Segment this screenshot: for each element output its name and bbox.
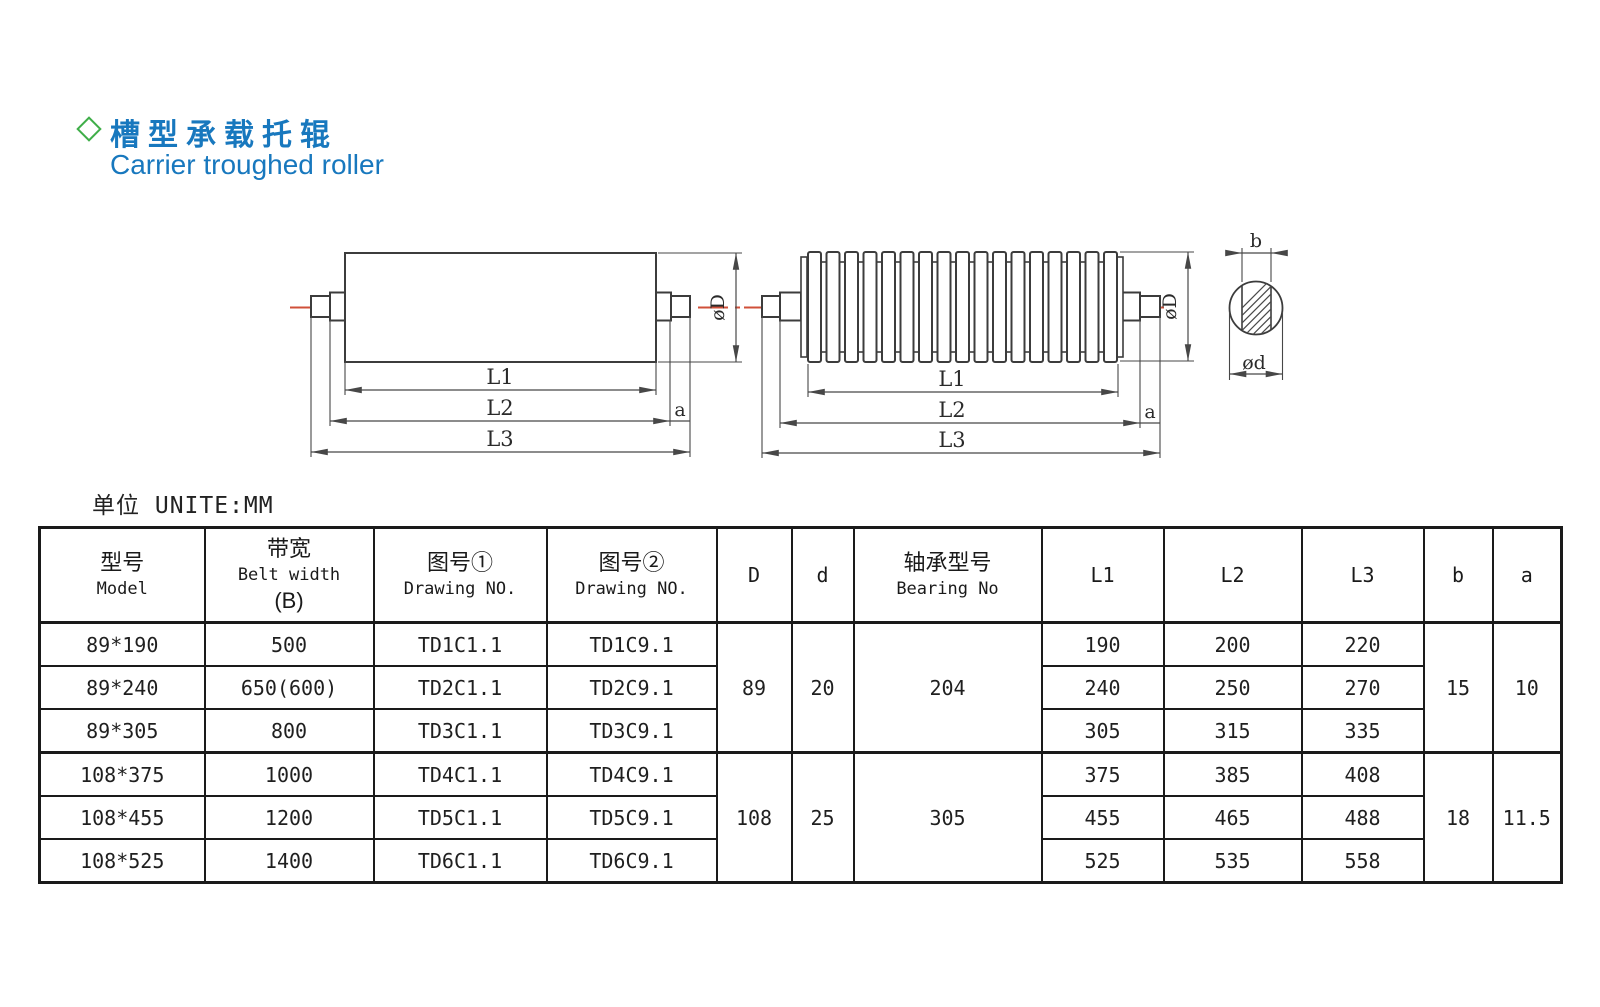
- roller-ribs: [807, 251, 1118, 363]
- page-title-en: Carrier troughed roller: [110, 149, 384, 180]
- cell-a: 11.5: [1491, 751, 1563, 884]
- cell-L2: 250: [1162, 665, 1303, 710]
- cell-belt: 1000: [203, 751, 375, 797]
- cell-L3: 270: [1300, 665, 1425, 710]
- col-header-D: D: [715, 526, 793, 624]
- cell-model: 108*455: [38, 795, 206, 840]
- shaft-section-drawing: b ød: [1225, 230, 1288, 380]
- dim-label-L2: L2: [938, 398, 965, 422]
- cell-dwg2: TD3C9.1: [545, 708, 718, 754]
- cell-L2: 535: [1162, 838, 1303, 884]
- cell-model: 108*525: [38, 838, 206, 884]
- dim-label-b: b: [1250, 230, 1262, 252]
- cell-L3: 558: [1300, 838, 1425, 884]
- cell-model: 108*375: [38, 751, 206, 797]
- cell-dwg1: TD1C1.1: [372, 621, 548, 667]
- dim-label-L2: L2: [486, 396, 513, 420]
- cell-dwg1: TD5C1.1: [372, 795, 548, 840]
- cell-belt: 1200: [203, 795, 375, 840]
- cell-model: 89*305: [38, 708, 206, 754]
- cell-L3: 220: [1300, 621, 1425, 667]
- dim-label-oD: øD: [707, 294, 729, 321]
- dim-label-L3: L3: [486, 427, 513, 451]
- dim-label-L1: L1: [938, 367, 965, 391]
- smooth-roller-drawing: øD L1 L2 a L3: [290, 252, 742, 457]
- cell-a: 10: [1491, 621, 1563, 754]
- cell-dwg2: TD2C9.1: [545, 665, 718, 710]
- cell-L2: 385: [1162, 751, 1303, 797]
- cell-model: 89*190: [38, 621, 206, 667]
- col-header-b: b: [1422, 526, 1494, 624]
- cell-b: 15: [1422, 621, 1494, 754]
- cell-L1: 190: [1040, 621, 1165, 667]
- cell-bearing: 204: [852, 621, 1043, 754]
- cell-L3: 335: [1300, 708, 1425, 754]
- col-header-L3: L3: [1300, 526, 1425, 624]
- cell-L3: 488: [1300, 795, 1425, 840]
- cell-d: 20: [790, 621, 855, 754]
- cell-dwg1: TD3C1.1: [372, 708, 548, 754]
- col-header-L2: L2: [1162, 526, 1303, 624]
- cell-d: 25: [790, 751, 855, 884]
- cell-dwg1: TD6C1.1: [372, 838, 548, 884]
- cell-L1: 240: [1040, 665, 1165, 710]
- cell-L2: 200: [1162, 621, 1303, 667]
- dim-label-oD: øD: [1159, 293, 1181, 320]
- dim-label-a: a: [1144, 401, 1155, 423]
- cell-belt: 500: [203, 621, 375, 667]
- cell-D: 108: [715, 751, 793, 884]
- cell-dwg1: TD2C1.1: [372, 665, 548, 710]
- dim-label-od: ød: [1242, 352, 1266, 374]
- cell-L2: 315: [1162, 708, 1303, 754]
- cell-L2: 465: [1162, 795, 1303, 840]
- cell-bearing: 305: [852, 751, 1043, 884]
- cell-L1: 525: [1040, 838, 1165, 884]
- cell-dwg2: TD5C9.1: [545, 795, 718, 840]
- cell-dwg2: TD6C9.1: [545, 838, 718, 884]
- ribbed-roller-drawing: øD L1 L2 a L3: [744, 251, 1194, 458]
- page-title-zh: 槽型承载托辊: [110, 119, 338, 152]
- dim-label-a: a: [674, 399, 685, 421]
- dim-label-L3: L3: [938, 428, 965, 452]
- roller-body: [344, 252, 657, 363]
- cell-dwg2: TD1C9.1: [545, 621, 718, 667]
- cell-dwg2: TD4C9.1: [545, 751, 718, 797]
- shaft-section-circle: [1228, 280, 1284, 336]
- cell-belt: 650(600): [203, 665, 375, 710]
- dim-label-L1: L1: [486, 365, 513, 389]
- cell-L1: 305: [1040, 708, 1165, 754]
- unit-label: 单位 UNITE:MM: [92, 493, 274, 519]
- cell-L1: 375: [1040, 751, 1165, 797]
- cell-belt: 800: [203, 708, 375, 754]
- cell-L1: 455: [1040, 795, 1165, 840]
- cell-belt: 1400: [203, 838, 375, 884]
- col-header-L1: L1: [1040, 526, 1165, 624]
- cell-dwg1: TD4C1.1: [372, 751, 548, 797]
- cell-D: 89: [715, 621, 793, 754]
- cell-L3: 408: [1300, 751, 1425, 797]
- cell-b: 18: [1422, 751, 1494, 884]
- col-header-a: a: [1491, 526, 1563, 624]
- cell-model: 89*240: [38, 665, 206, 710]
- col-header-d: d: [790, 526, 855, 624]
